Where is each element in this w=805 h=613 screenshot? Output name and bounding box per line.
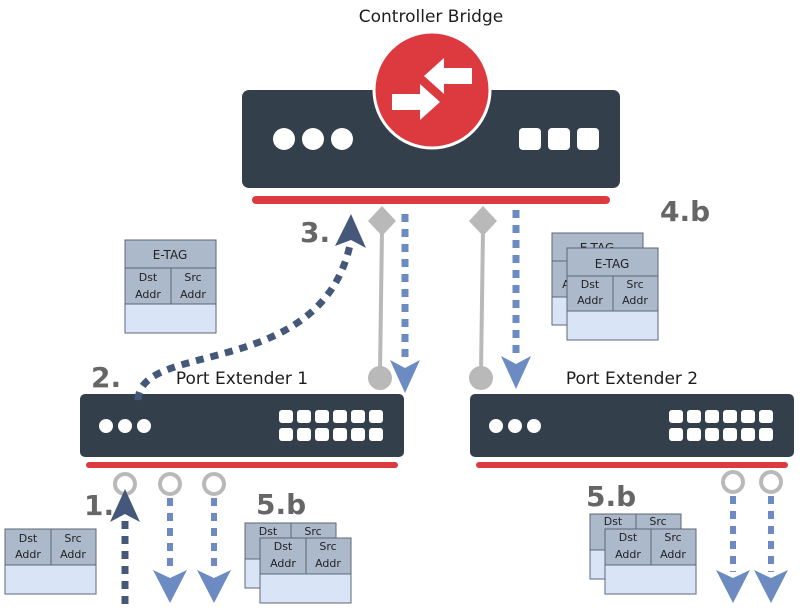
pe1-status-leds bbox=[99, 419, 151, 433]
pe1-port-circles bbox=[113, 472, 226, 496]
pe2-port-circles bbox=[721, 470, 783, 494]
cascade-link-pe2 bbox=[469, 206, 497, 390]
frame-1-dst: Dst bbox=[19, 532, 38, 545]
frame-pe2-stack-front: Dst Addr Src Addr bbox=[604, 528, 697, 595]
step-label-3: 3. bbox=[300, 216, 330, 249]
flow-arrow-step-2-3 bbox=[134, 214, 366, 401]
frame-pe1-back-dst: Dst bbox=[259, 525, 278, 538]
controller-port-blocks bbox=[519, 128, 599, 150]
port-extender-1-title: Port Extender 1 bbox=[176, 369, 308, 389]
flow-arrow-down-pe1 bbox=[390, 214, 420, 393]
switch-arrows-icon bbox=[372, 30, 492, 150]
frame-src-label: Src bbox=[184, 271, 201, 284]
pe2-red-bar bbox=[476, 462, 788, 468]
flow-arrow-egress-pe1-b bbox=[197, 498, 231, 603]
controller-bridge: Controller Bridge bbox=[242, 7, 620, 204]
flow-arrow-egress-pe1-a bbox=[153, 498, 187, 603]
step-label-2: 2. bbox=[91, 361, 121, 394]
step-label-5b-pe1: 5.b bbox=[256, 488, 306, 521]
pe2-port-grid bbox=[669, 410, 773, 441]
pe2-status-leds bbox=[489, 419, 541, 433]
frame-src-addr-label: Addr bbox=[180, 288, 206, 301]
step-label-4b: 4.b bbox=[660, 195, 710, 228]
port-extender-2-title: Port Extender 2 bbox=[566, 369, 698, 389]
frame-stack-front-dst-addr: Addr bbox=[577, 294, 603, 307]
frame-etag-stack-front: E-TAG Dst Addr Src Addr bbox=[566, 247, 659, 341]
frame-pe2-back-dst: Dst bbox=[604, 515, 623, 528]
flow-arrow-step-1 bbox=[110, 489, 140, 604]
port-extender-2-body bbox=[470, 394, 794, 457]
frame-dst-addr-label: Addr bbox=[135, 288, 161, 301]
frame-pe1-stack-front: Dst Addr Src Addr bbox=[259, 537, 352, 604]
frame-plain-step-1: Dst Addr Src Addr bbox=[4, 528, 97, 595]
pe1-port-grid bbox=[279, 410, 383, 441]
frame-pe1-front-src: Src bbox=[319, 540, 336, 553]
frame-1-src-addr: Addr bbox=[60, 548, 86, 561]
port-extender-1: Port Extender 1 bbox=[80, 369, 404, 496]
step-label-5b-pe2: 5.b bbox=[586, 480, 636, 513]
frame-pe1-front-dst: Dst bbox=[274, 540, 293, 553]
frame-etag-step-2: E-TAG Dst Addr Src Addr bbox=[124, 239, 217, 334]
cascade-link-pe1 bbox=[368, 206, 396, 390]
controller-bridge-title: Controller Bridge bbox=[359, 7, 503, 27]
pe1-red-bar bbox=[86, 462, 398, 468]
frame-etag-label: E-TAG bbox=[153, 248, 188, 262]
frame-pe2-front-dst-addr: Addr bbox=[615, 548, 641, 561]
frame-dst-label: Dst bbox=[139, 271, 158, 284]
frame-stack-front-etag: E-TAG bbox=[595, 257, 630, 271]
controller-status-leds bbox=[273, 128, 353, 150]
flow-arrow-egress-pe2-a bbox=[716, 496, 750, 603]
frame-pe1-front-dst-addr: Addr bbox=[270, 557, 296, 570]
controller-red-bar bbox=[252, 196, 610, 204]
port-extender-2: Port Extender 2 bbox=[470, 369, 794, 494]
port-extender-1-body bbox=[80, 394, 404, 457]
frame-stack-front-src: Src bbox=[626, 278, 643, 291]
step-label-1: 1. bbox=[84, 489, 114, 522]
flow-arrow-down-pe2 bbox=[501, 210, 531, 389]
frame-1-dst-addr: Addr bbox=[15, 548, 41, 561]
frame-pe2-front-src: Src bbox=[664, 531, 681, 544]
frame-pe2-front-src-addr: Addr bbox=[660, 548, 686, 561]
frame-pe1-front-src-addr: Addr bbox=[315, 557, 341, 570]
frame-pe2-back-src: Src bbox=[649, 515, 666, 528]
frame-1-src: Src bbox=[64, 532, 81, 545]
frame-stack-front-dst: Dst bbox=[581, 278, 600, 291]
frame-pe2-front-dst: Dst bbox=[619, 531, 638, 544]
frame-pe1-back-src: Src bbox=[304, 525, 321, 538]
frame-stack-front-src-addr: Addr bbox=[622, 294, 648, 307]
flow-arrow-egress-pe2-b bbox=[754, 496, 788, 603]
